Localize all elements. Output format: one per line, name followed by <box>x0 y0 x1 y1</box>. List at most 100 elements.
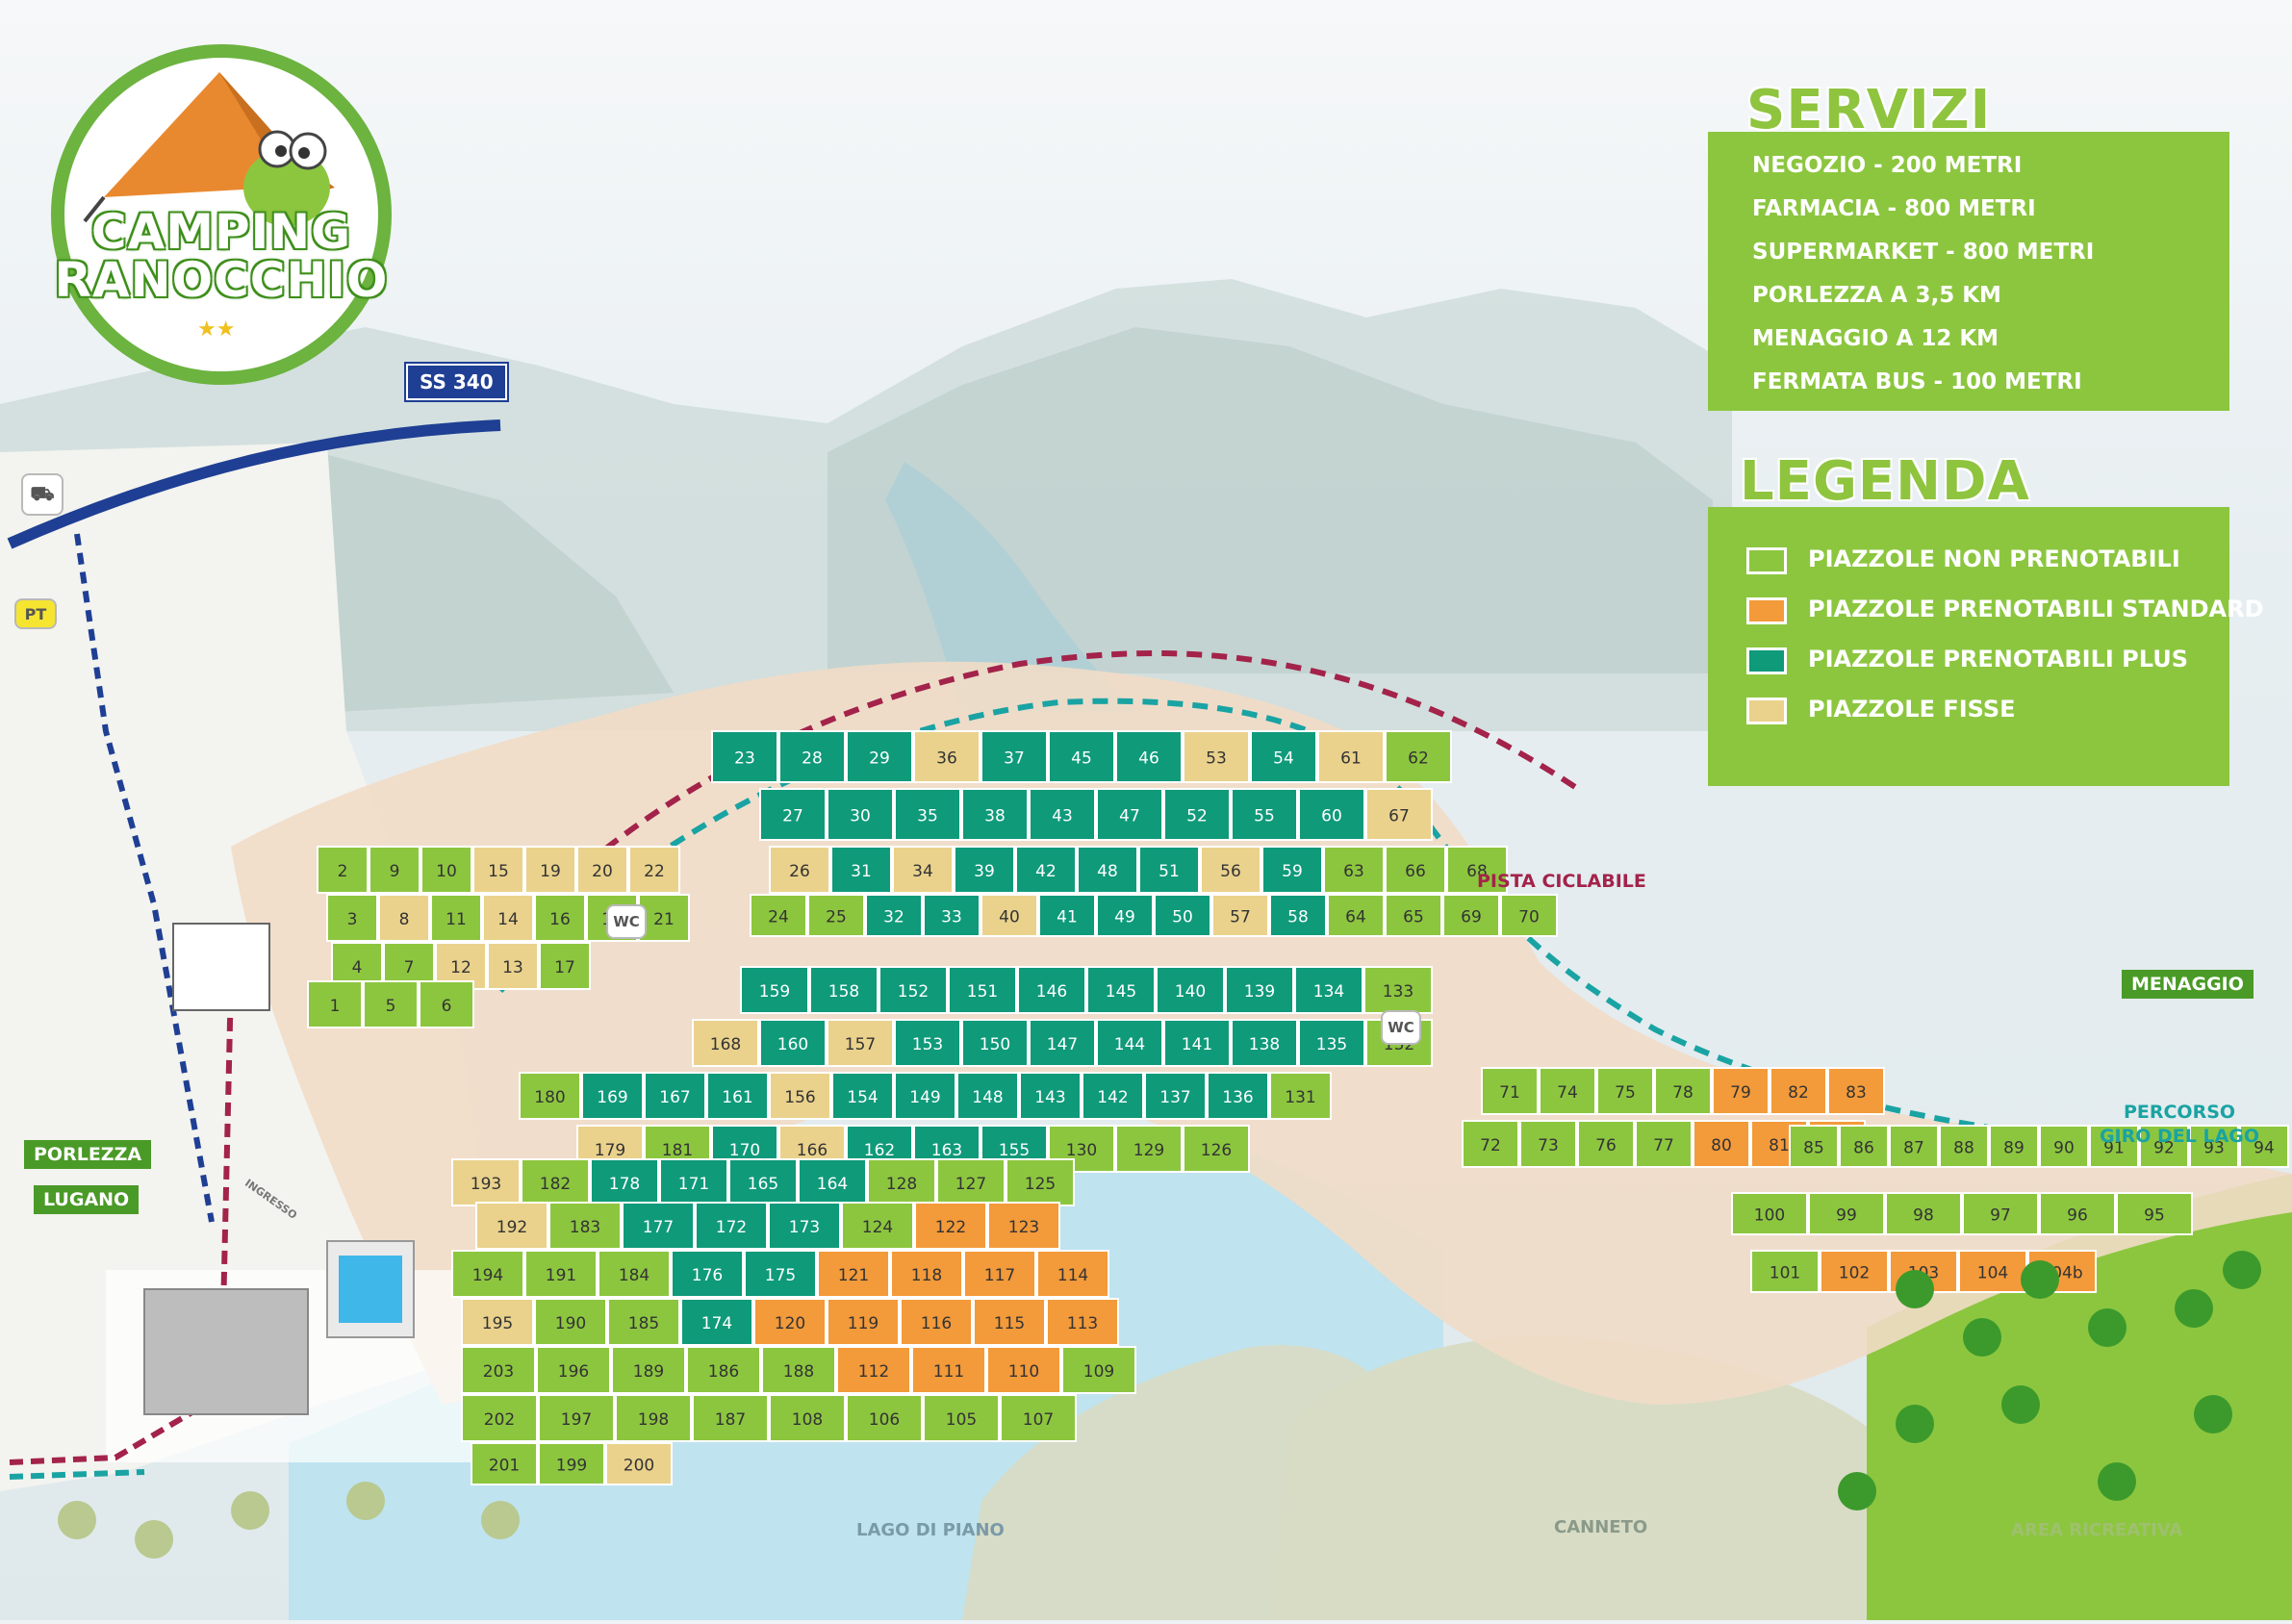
pitch-116[interactable] <box>900 1298 973 1346</box>
pitch-50[interactable] <box>1154 894 1211 937</box>
pitch-195[interactable] <box>461 1298 534 1346</box>
pitch-131[interactable] <box>1269 1072 1332 1120</box>
pitch-25[interactable] <box>807 894 865 937</box>
pitch-148[interactable] <box>956 1072 1019 1120</box>
pitch-42[interactable] <box>1015 846 1077 894</box>
pitch-20[interactable] <box>576 846 628 894</box>
pitch-201[interactable] <box>471 1442 538 1485</box>
pitch-56[interactable] <box>1200 846 1261 894</box>
pitch-69[interactable] <box>1442 894 1500 937</box>
pitch-129[interactable] <box>1115 1125 1183 1173</box>
pitch-97[interactable] <box>1962 1192 2039 1235</box>
pitch-49[interactable] <box>1096 894 1154 937</box>
pitch-142[interactable] <box>1082 1072 1144 1120</box>
pitch-177[interactable] <box>622 1202 695 1250</box>
pitch-123[interactable] <box>987 1202 1060 1250</box>
pitch-160[interactable] <box>759 1019 827 1067</box>
pitch-184[interactable] <box>598 1250 671 1298</box>
pitch-196[interactable] <box>536 1346 611 1394</box>
pitch-150[interactable] <box>961 1019 1029 1067</box>
pitch-190[interactable] <box>534 1298 607 1346</box>
pitch-164[interactable] <box>798 1158 867 1206</box>
pitch-63[interactable] <box>1323 846 1385 894</box>
pitch-120[interactable] <box>753 1298 827 1346</box>
pitch-137[interactable] <box>1144 1072 1207 1120</box>
pitch-125[interactable] <box>1006 1158 1075 1206</box>
pitch-194[interactable] <box>451 1250 524 1298</box>
pitch-59[interactable] <box>1261 846 1323 894</box>
pitch-94[interactable] <box>2239 1125 2289 1168</box>
pitch-124[interactable] <box>841 1202 914 1250</box>
pitch-57[interactable] <box>1211 894 1269 937</box>
pitch-180[interactable] <box>519 1072 581 1120</box>
pitch-172[interactable] <box>695 1202 768 1250</box>
pitch-89[interactable] <box>1989 1125 2039 1168</box>
pitch-187[interactable] <box>692 1394 769 1442</box>
pitch-68[interactable] <box>1446 846 1508 894</box>
pitch-72[interactable] <box>1462 1120 1519 1168</box>
pitch-191[interactable] <box>524 1250 598 1298</box>
pitch-77[interactable] <box>1635 1120 1693 1168</box>
pitch-37[interactable] <box>980 730 1048 783</box>
pitch-75[interactable] <box>1596 1067 1654 1115</box>
pitch-134[interactable] <box>1294 966 1363 1014</box>
pitch-193[interactable] <box>451 1158 521 1206</box>
pitch-174[interactable] <box>680 1298 753 1346</box>
pitch-149[interactable] <box>894 1072 956 1120</box>
pitch-82[interactable] <box>1770 1067 1827 1115</box>
pitch-100[interactable] <box>1731 1192 1808 1235</box>
pitch-199[interactable] <box>538 1442 605 1485</box>
pitch-151[interactable] <box>948 966 1017 1014</box>
pitch-192[interactable] <box>475 1202 548 1250</box>
pitch-45[interactable] <box>1048 730 1115 783</box>
pitch-46[interactable] <box>1115 730 1183 783</box>
pitch-122[interactable] <box>914 1202 987 1250</box>
pitch-31[interactable] <box>830 846 892 894</box>
pitch-188[interactable] <box>761 1346 836 1394</box>
pitch-113[interactable] <box>1046 1298 1119 1346</box>
pitch-6[interactable] <box>419 980 474 1028</box>
pitch-92[interactable] <box>2139 1125 2189 1168</box>
pitch-144[interactable] <box>1096 1019 1163 1067</box>
pitch-147[interactable] <box>1029 1019 1096 1067</box>
pitch-76[interactable] <box>1577 1120 1635 1168</box>
pitch-139[interactable] <box>1225 966 1294 1014</box>
pitch-133[interactable] <box>1363 966 1433 1014</box>
pitch-61[interactable] <box>1317 730 1385 783</box>
pitch-158[interactable] <box>809 966 879 1014</box>
pitch-157[interactable] <box>827 1019 894 1067</box>
pitch-27[interactable] <box>759 788 827 841</box>
pitch-141[interactable] <box>1163 1019 1231 1067</box>
pitch-173[interactable] <box>768 1202 841 1250</box>
pitch-79[interactable] <box>1712 1067 1770 1115</box>
pitch-17[interactable] <box>539 942 591 990</box>
pitch-168[interactable] <box>692 1019 759 1067</box>
pitch-35[interactable] <box>894 788 961 841</box>
pitch-74[interactable] <box>1539 1067 1596 1115</box>
pitch-16[interactable] <box>534 894 586 942</box>
pitch-140[interactable] <box>1156 966 1225 1014</box>
pitch-200[interactable] <box>605 1442 673 1485</box>
pitch-43[interactable] <box>1029 788 1096 841</box>
pitch-111[interactable] <box>911 1346 986 1394</box>
pitch-136[interactable] <box>1207 1072 1269 1120</box>
pitch-198[interactable] <box>615 1394 692 1442</box>
pitch-86[interactable] <box>1839 1125 1889 1168</box>
pitch-96[interactable] <box>2039 1192 2116 1235</box>
pitch-114[interactable] <box>1036 1250 1109 1298</box>
pitch-24[interactable] <box>750 894 807 937</box>
pitch-146[interactable] <box>1017 966 1086 1014</box>
pitch-159[interactable] <box>740 966 809 1014</box>
pitch-178[interactable] <box>590 1158 659 1206</box>
pitch-1[interactable] <box>307 980 363 1028</box>
pitch-121[interactable] <box>817 1250 890 1298</box>
pitch-5[interactable] <box>363 980 419 1028</box>
pitch-167[interactable] <box>644 1072 706 1120</box>
pitch-38[interactable] <box>961 788 1029 841</box>
pitch-83[interactable] <box>1827 1067 1885 1115</box>
pitch-23[interactable] <box>711 730 778 783</box>
pitch-153[interactable] <box>894 1019 961 1067</box>
pitch-33[interactable] <box>923 894 980 937</box>
pitch-112[interactable] <box>836 1346 911 1394</box>
pitch-110[interactable] <box>986 1346 1061 1394</box>
